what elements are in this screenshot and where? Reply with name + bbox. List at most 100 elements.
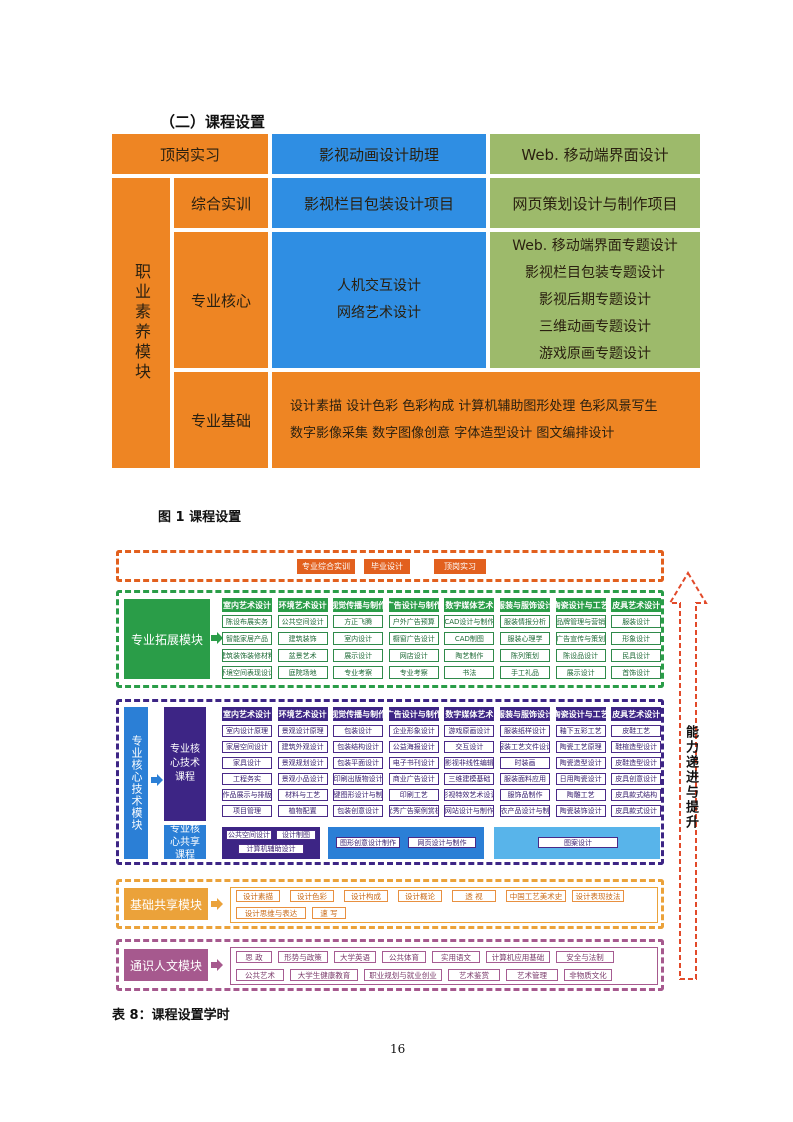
core-col-header: 皮具艺术设计: [611, 707, 662, 721]
ext-col-item: 建筑装饰: [277, 632, 328, 645]
core-col-item: 材料与工艺: [277, 789, 328, 801]
core-col-item: 印刷出版物设计: [333, 773, 384, 785]
base-module-label: 基础共享模块: [124, 888, 208, 920]
hum-item: 职业规划与就业创业: [364, 969, 442, 981]
base-item: 设计概论: [398, 890, 442, 902]
ext-col-item: 盆景艺术: [277, 649, 328, 662]
core-col-header: 环境艺术设计: [277, 707, 328, 721]
core-col-item: 服装工艺文件设计: [500, 741, 550, 753]
core-col-item: 建筑外观设计: [277, 741, 328, 753]
core-col-item: 工程务实: [222, 773, 272, 785]
core-col-item: 家居空间设计: [222, 741, 272, 753]
core-col-header: 视觉传播与制作: [333, 707, 384, 721]
shared-item: 图案设计: [538, 837, 618, 848]
core-col-item: 釉下五彩工艺: [555, 725, 606, 737]
core-col-item: 日用陶瓷设计: [555, 773, 606, 785]
page-number: 16: [390, 1042, 406, 1056]
ext-col-item: 广告宣传与策划: [555, 632, 606, 645]
ext-module-label: 专业拓展模块: [124, 599, 210, 679]
core-col-item: 包装设计: [333, 725, 384, 737]
core-col-header: 数字媒体艺术: [444, 707, 495, 721]
shared-item: 图形创意设计制作: [336, 837, 400, 848]
hum-item: 大学英语: [334, 951, 376, 963]
base-item: 设计构成: [344, 890, 388, 902]
jichu-line: 设计素描 设计色彩 色彩构成 计算机辅助图形处理 色彩风景写生: [290, 399, 658, 414]
ext-col-header: 室内艺术设计: [222, 598, 272, 612]
hum-item: 公共体育: [382, 951, 426, 963]
hum-item: 安全与法制: [556, 951, 614, 963]
core-col-item: 公益海报设计: [388, 741, 439, 753]
core-sub1-label: 专业核心技术课程: [164, 707, 206, 821]
figure2-diagram: 专业综合实训 毕业设计 顶岗实习 能力递进与提升 专业拓展模块 室内艺术设计陈设…: [110, 545, 710, 1005]
arrow-right-icon: [211, 898, 223, 910]
arrow-right-icon: [211, 632, 223, 644]
core-col-item: 皮具创意设计: [611, 773, 662, 785]
ext-col-item: 陈设品设计: [555, 649, 606, 662]
base-item: 中国工艺美术史: [506, 890, 566, 902]
side-label-text: 职业素养模块: [132, 263, 151, 383]
ext-col-header: 数字媒体艺术: [444, 598, 495, 612]
ext-col-item: 陈设布展实务: [222, 615, 272, 628]
top-item: 毕业设计: [364, 559, 410, 574]
core-col-item: 景观小品设计: [277, 773, 328, 785]
ext-col-item: 建筑装饰装修材料: [222, 649, 272, 662]
base-item: 设计色彩: [290, 890, 334, 902]
row-hexin-right: Web. 移动端界面专题设计 影视栏目包装专题设计 影视后期专题设计 三维动画专…: [490, 232, 700, 368]
ext-col-header: 广告设计与制作: [388, 598, 439, 612]
row-dinggang-right: Web. 移动端界面设计: [490, 134, 700, 174]
base-item: 速 写: [312, 907, 346, 919]
ext-col-item: 展示设计: [555, 666, 606, 679]
arrow-right-icon: [211, 959, 223, 971]
hum-module-box: [116, 939, 664, 991]
ext-col-item: 陈列策划: [500, 649, 550, 662]
core-col-item: 皮具款式结构: [611, 789, 662, 801]
ext-col-header: 视觉传播与制作: [333, 598, 384, 612]
ext-col-header: 皮具艺术设计: [611, 598, 662, 612]
core-sub2-label: 专业核心共享课程: [164, 824, 206, 861]
core-module-label-text: 专业核心技术模块: [130, 735, 143, 831]
core-col-item: 皮具款式设计: [611, 805, 662, 817]
ext-col-item: 环境空间表现设计: [222, 666, 272, 679]
core-col-item: 陶瓷造型设计: [555, 757, 606, 769]
core-col-item: 皮鞋工艺: [611, 725, 662, 737]
hum-item: 公共艺术: [236, 969, 284, 981]
core-col-item: 作品展示与排版: [222, 789, 272, 801]
core-col-item: 网站设计与制作: [444, 805, 495, 817]
core-col-item: 陶瓷装饰设计: [555, 805, 606, 817]
ext-col-item: 展示设计: [333, 649, 384, 662]
ext-col-item: 网店设计: [388, 649, 439, 662]
core-col-item: 项目管理: [222, 805, 272, 817]
hum-item: 艺术鉴赏: [448, 969, 500, 981]
ext-col-item: 形象设计: [611, 632, 662, 645]
ext-col-item: 专业考察: [388, 666, 439, 679]
core-col-header: 陶瓷设计与工艺: [555, 707, 606, 721]
core-col-item: 影视非线性编辑: [444, 757, 495, 769]
core-col-header: 广告设计与制作: [388, 707, 439, 721]
core-col-item: 景观设计原理: [277, 725, 328, 737]
core-col-item: 服装纸样设计: [500, 725, 550, 737]
hum-item: 非物质文化: [564, 969, 612, 981]
top-item: 专业综合实训: [297, 559, 355, 574]
core-col-item: 游戏原画设计: [444, 725, 495, 737]
core-col-item: 包装平面设计: [333, 757, 384, 769]
row-hexin-mid: 人机交互设计 网络艺术设计: [272, 232, 486, 368]
ext-col-header: 环境艺术设计: [277, 598, 328, 612]
top-item: 顶岗实习: [434, 559, 486, 574]
ext-col-item: 专业考察: [333, 666, 384, 679]
core-col-item: 企业形象设计: [388, 725, 439, 737]
top-practice-box: [116, 550, 664, 582]
base-items-frame: [230, 887, 658, 923]
shared-item: 计算机辅助设计: [238, 844, 304, 854]
core-col-item: 服装面料应用: [500, 773, 550, 785]
ext-col-item: 橱窗广告设计: [388, 632, 439, 645]
hexin-mid-line: 网络艺术设计: [337, 305, 421, 321]
base-item: 透 视: [452, 890, 496, 902]
ext-col-item: 方正飞腾: [333, 615, 384, 628]
row-dinggang-label: 顶岗实习: [112, 134, 268, 174]
core-module-box: [116, 699, 664, 865]
ext-col-item: 智能家居产品: [222, 632, 272, 645]
ext-col-header: 服装与服饰设计: [500, 598, 550, 612]
base-item: 设计表现技法: [572, 890, 624, 902]
jichu-line: 数字影像采集 数字图像创意 字体造型设计 图文编排设计: [290, 426, 615, 441]
hexin-mid-line: 人机交互设计: [337, 278, 421, 294]
